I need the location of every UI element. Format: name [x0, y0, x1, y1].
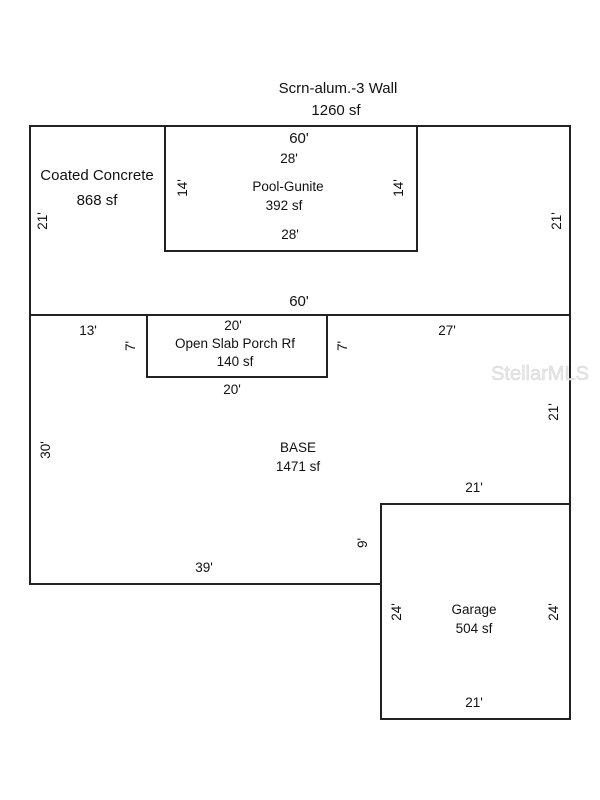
- porch-area: 140 sf: [217, 354, 254, 369]
- screen-label: Scrn-alum.-3 Wall: [279, 80, 398, 97]
- dim-base-top-right: 27': [438, 323, 456, 338]
- garage-label: Garage: [451, 602, 496, 617]
- dim-screen-right: 21': [549, 212, 564, 230]
- dim-base-bottom: 39': [195, 560, 213, 575]
- pool-area: 392 sf: [266, 198, 303, 213]
- dim-screen-left: 21': [35, 212, 50, 230]
- dim-base-left: 30': [38, 441, 53, 459]
- porch-label: Open Slab Porch Rf: [175, 336, 295, 351]
- pool-outline: [164, 125, 418, 252]
- base-label: BASE: [280, 440, 316, 455]
- dim-pool-bottom: 28': [281, 227, 299, 242]
- coated-area: 868 sf: [77, 192, 119, 209]
- base-area: 1471 sf: [276, 459, 321, 474]
- dim-porch-left: 7': [123, 341, 138, 351]
- pool-label: Pool-Gunite: [252, 179, 323, 194]
- garage-area: 504 sf: [456, 621, 493, 636]
- screen-area: 1260 sf: [311, 102, 361, 119]
- dim-garage-bottom: 21': [465, 695, 483, 710]
- dim-base-step-side: 9': [355, 538, 370, 548]
- garage-outline: [380, 503, 571, 720]
- coated-label: Coated Concrete: [40, 167, 153, 184]
- dim-screen-bottom: 60': [289, 293, 309, 310]
- dim-base-top-left: 13': [79, 323, 97, 338]
- dim-screen-top: 60': [289, 130, 309, 147]
- watermark: StellarMLS: [491, 363, 589, 385]
- dim-porch-bottom: 20': [223, 382, 241, 397]
- porch-outline: [146, 314, 328, 378]
- dim-garage-right: 24': [546, 603, 561, 621]
- dim-pool-top: 28': [280, 151, 298, 166]
- dim-garage-left: 24': [389, 603, 404, 621]
- dim-porch-right: 7': [335, 341, 350, 351]
- dim-pool-left: 14': [175, 179, 190, 197]
- dim-porch-top: 20': [224, 318, 242, 333]
- dim-base-step: 21': [465, 480, 483, 495]
- dim-pool-right: 14': [391, 179, 406, 197]
- dim-base-right: 21': [546, 403, 561, 421]
